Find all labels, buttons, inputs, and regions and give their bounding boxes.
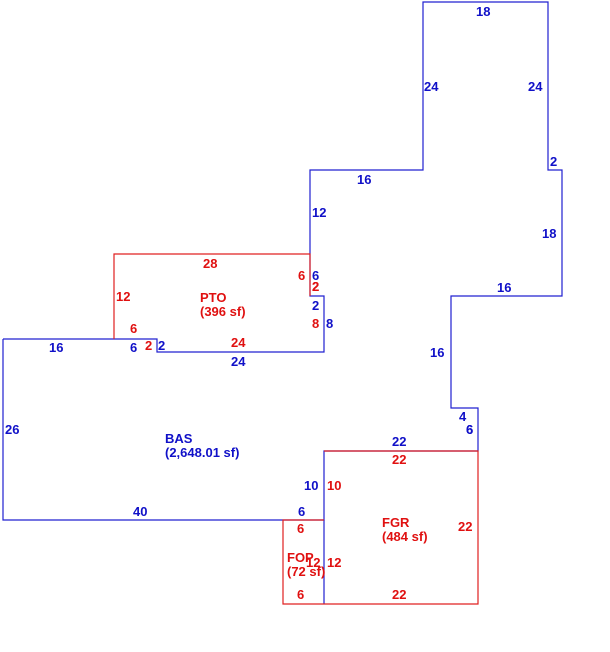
- bas-outline: [2, 1, 563, 521]
- pto-outline: [113, 253, 311, 339]
- dim-label: 16: [357, 172, 371, 187]
- dim-label: 6: [130, 321, 137, 336]
- dim-label: 24: [424, 79, 439, 94]
- dim-label: 10: [304, 478, 318, 493]
- pto-area: (396 sf): [200, 304, 246, 319]
- dim-label: 10: [327, 478, 341, 493]
- dim-label: 8: [312, 316, 319, 331]
- dim-label: 6: [466, 422, 473, 437]
- fop-outline: [282, 519, 324, 605]
- dim-label: 2: [312, 279, 319, 294]
- dim-label: 2: [312, 298, 319, 313]
- dim-label: 6: [130, 340, 137, 355]
- dim-label: 16: [430, 345, 444, 360]
- dim-label: 16: [497, 280, 511, 295]
- dim-label: 22: [458, 519, 472, 534]
- dim-label: 24: [231, 354, 246, 369]
- dim-label: 28: [203, 256, 217, 271]
- fgr-outline: [324, 450, 479, 605]
- dim-label: 2: [312, 279, 319, 294]
- dim-label: 12: [327, 555, 341, 570]
- dim-label: 12: [306, 555, 320, 570]
- dim-label: 26: [5, 422, 19, 437]
- bas-area: (2,648.01 sf): [165, 445, 239, 460]
- dim-label: 22: [392, 434, 406, 449]
- dim-label: 18: [476, 4, 490, 19]
- dim-label: 22: [392, 587, 406, 602]
- dim-label: 8: [326, 316, 333, 331]
- dim-label: 2: [550, 154, 557, 169]
- dim-label: 6: [298, 504, 305, 519]
- dim-label: 6: [297, 587, 304, 602]
- dim-label: 6: [466, 422, 473, 437]
- fgr-area: (484 sf): [382, 529, 428, 544]
- dim-label: 24: [528, 79, 543, 94]
- dim-label: 6: [298, 268, 305, 283]
- dim-label: 22: [392, 452, 406, 467]
- fgr-code: FGR: [382, 515, 410, 530]
- dim-label: 40: [133, 504, 147, 519]
- dim-label: 12: [312, 205, 326, 220]
- dim-label: 24: [231, 335, 246, 350]
- dim-label: 6: [297, 521, 304, 536]
- dim-label: 6: [312, 268, 319, 283]
- dim-label: 18: [542, 226, 556, 241]
- pto-code: PTO: [200, 290, 227, 305]
- dim-label: 2: [145, 338, 152, 353]
- dim-label: 2: [158, 338, 165, 353]
- fop-area: (72 sf): [287, 564, 325, 579]
- bas-code: BAS: [165, 431, 193, 446]
- dim-label: 16: [49, 340, 63, 355]
- fop-code: FOP: [287, 550, 314, 565]
- dim-label: 12: [116, 289, 130, 304]
- dim-label: 4: [459, 409, 467, 424]
